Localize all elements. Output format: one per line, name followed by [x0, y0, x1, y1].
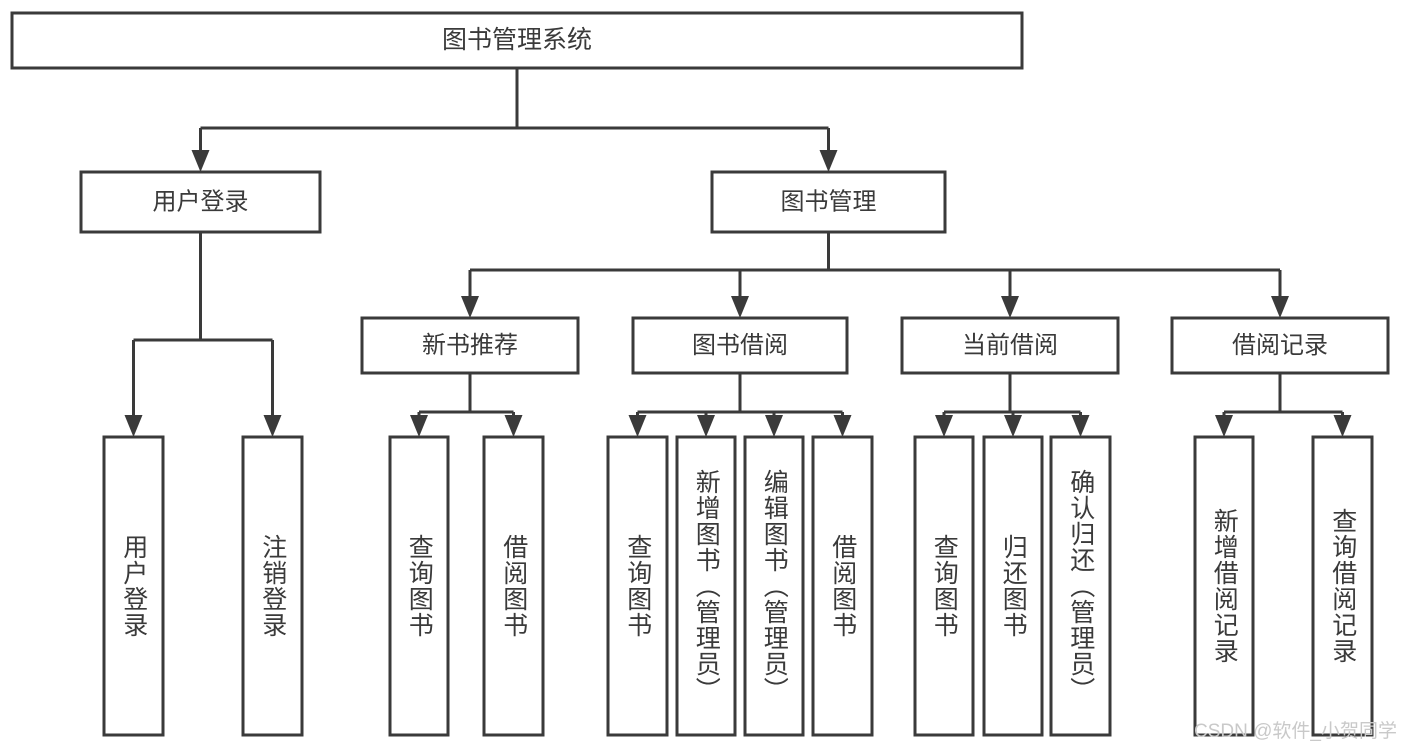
node-leaf-borrow-book[interactable]	[811, 435, 874, 737]
arrow-head-icon	[124, 415, 143, 437]
node-leaf-confirm-return[interactable]	[1049, 435, 1112, 737]
arrow-head-icon	[461, 296, 479, 318]
node-leaf-query-record[interactable]	[1311, 435, 1374, 737]
node-leaf-query-book-rec[interactable]	[388, 435, 450, 737]
node-leaf-user-login[interactable]	[102, 435, 165, 737]
arrow-head-icon	[1004, 415, 1022, 437]
arrow-head-icon	[833, 415, 852, 437]
arrow-head-icon	[191, 150, 210, 172]
arrow-head-icon	[935, 415, 953, 437]
arrow-head-icon	[504, 415, 523, 437]
node-leaf-add-record[interactable]	[1193, 435, 1255, 737]
arrow-head-icon	[1271, 296, 1289, 318]
arrow-head-icon	[263, 415, 282, 437]
arrow-head-icon	[1215, 415, 1233, 437]
node-borrow-record-label: 借阅记录	[1232, 332, 1328, 359]
node-new-book-rec-label: 新书推荐	[422, 332, 518, 359]
arrow-head-icon	[1333, 415, 1352, 437]
arrow-head-icon	[1001, 296, 1019, 318]
node-user-login-label: 用户登录	[153, 188, 249, 215]
arrow-head-icon	[628, 415, 647, 437]
node-leaf-query-book-cur[interactable]	[913, 435, 975, 737]
node-new-book-rec[interactable]	[360, 316, 580, 375]
node-leaf-query-book-borrow[interactable]	[606, 435, 669, 737]
node-leaf-borrow-book-rec[interactable]	[482, 435, 545, 737]
arrow-head-icon	[1071, 415, 1090, 437]
connector-layer	[124, 68, 1352, 437]
node-leaf-add-book[interactable]	[675, 435, 737, 737]
node-current-borrow[interactable]	[900, 316, 1120, 375]
arrow-head-icon	[697, 415, 715, 437]
node-book-borrow[interactable]	[631, 316, 849, 375]
node-user-login[interactable]	[79, 170, 322, 234]
node-book-manage-label: 图书管理	[781, 188, 877, 215]
watermark: CSDN @软件_小贺同学	[1194, 721, 1397, 742]
node-borrow-record[interactable]	[1170, 316, 1390, 375]
node-leaf-logout[interactable]	[241, 435, 304, 737]
arrow-head-icon	[765, 415, 783, 437]
node-leaf-edit-book[interactable]	[743, 435, 805, 737]
node-root-label: 图书管理系统	[442, 26, 592, 54]
node-leaf-return-book[interactable]	[982, 435, 1044, 737]
node-box-layer	[10, 11, 1390, 737]
arrow-head-icon	[819, 150, 838, 172]
arrow-head-icon	[731, 296, 749, 318]
node-book-manage[interactable]	[710, 170, 947, 234]
node-book-borrow-label: 图书借阅	[692, 332, 788, 359]
arrow-head-icon	[410, 415, 428, 437]
node-current-borrow-label: 当前借阅	[962, 332, 1058, 359]
node-root[interactable]	[10, 11, 1024, 70]
